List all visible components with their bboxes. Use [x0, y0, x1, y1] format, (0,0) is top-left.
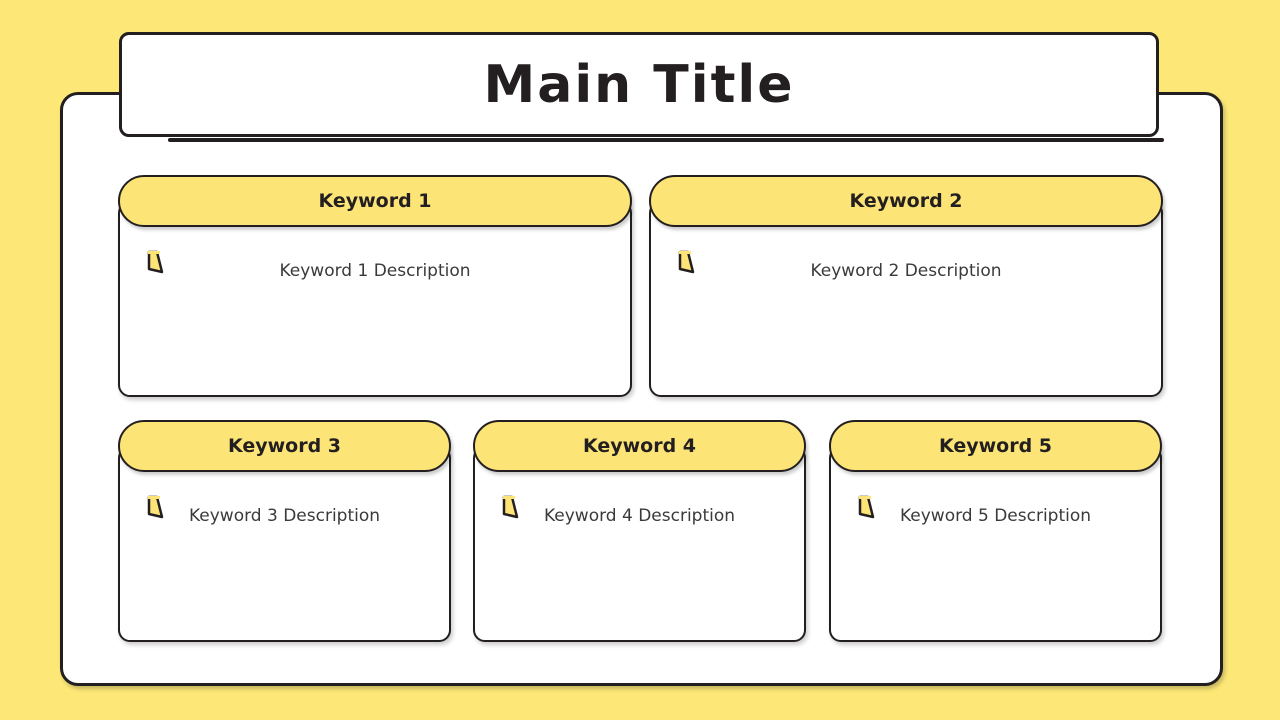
keyword-card-3-header: Keyword 3 — [118, 420, 451, 472]
keyword-card-2-header: Keyword 2 — [649, 175, 1163, 227]
keyword-card-1-description: Keyword 1 Description — [279, 261, 471, 281]
keyword-card-4-description: Keyword 4 Description — [543, 506, 736, 526]
keyword-card-4-heading: Keyword 4 — [582, 435, 697, 457]
keyword-card-4-header: Keyword 4 — [473, 420, 806, 472]
keyword-card-2-heading: Keyword 2 — [849, 190, 963, 212]
keyword-card-1[interactable]: Keyword 1 Keyword 1 Description — [118, 175, 632, 397]
speech-bubble-tail-icon — [147, 495, 164, 519]
speech-bubble-tail-icon — [147, 250, 164, 274]
page-title: Main Title — [483, 54, 795, 115]
keyword-card-5-heading: Keyword 5 — [938, 435, 1053, 457]
keyword-card-3-heading: Keyword 3 — [227, 435, 342, 457]
keyword-card-5-header: Keyword 5 — [829, 420, 1162, 472]
keyword-card-3[interactable]: Keyword 3 Keyword 3 Description — [118, 420, 451, 642]
title-underline — [168, 138, 1164, 142]
keyword-card-3-description: Keyword 3 Description — [188, 506, 381, 526]
keyword-card-5-description: Keyword 5 Description — [899, 506, 1092, 526]
keyword-card-5[interactable]: Keyword 5 Keyword 5 Description — [829, 420, 1162, 642]
speech-bubble-tail-icon — [678, 250, 695, 274]
keyword-card-2-description: Keyword 2 Description — [810, 261, 1002, 281]
keyword-card-1-heading: Keyword 1 — [318, 190, 432, 212]
keyword-card-2[interactable]: Keyword 2 Keyword 2 Description — [649, 175, 1163, 397]
speech-bubble-tail-icon — [858, 495, 875, 519]
title-card: Main Title — [119, 32, 1159, 137]
keyword-card-4[interactable]: Keyword 4 Keyword 4 Description — [473, 420, 806, 642]
speech-bubble-tail-icon — [502, 495, 519, 519]
keyword-card-1-header: Keyword 1 — [118, 175, 632, 227]
